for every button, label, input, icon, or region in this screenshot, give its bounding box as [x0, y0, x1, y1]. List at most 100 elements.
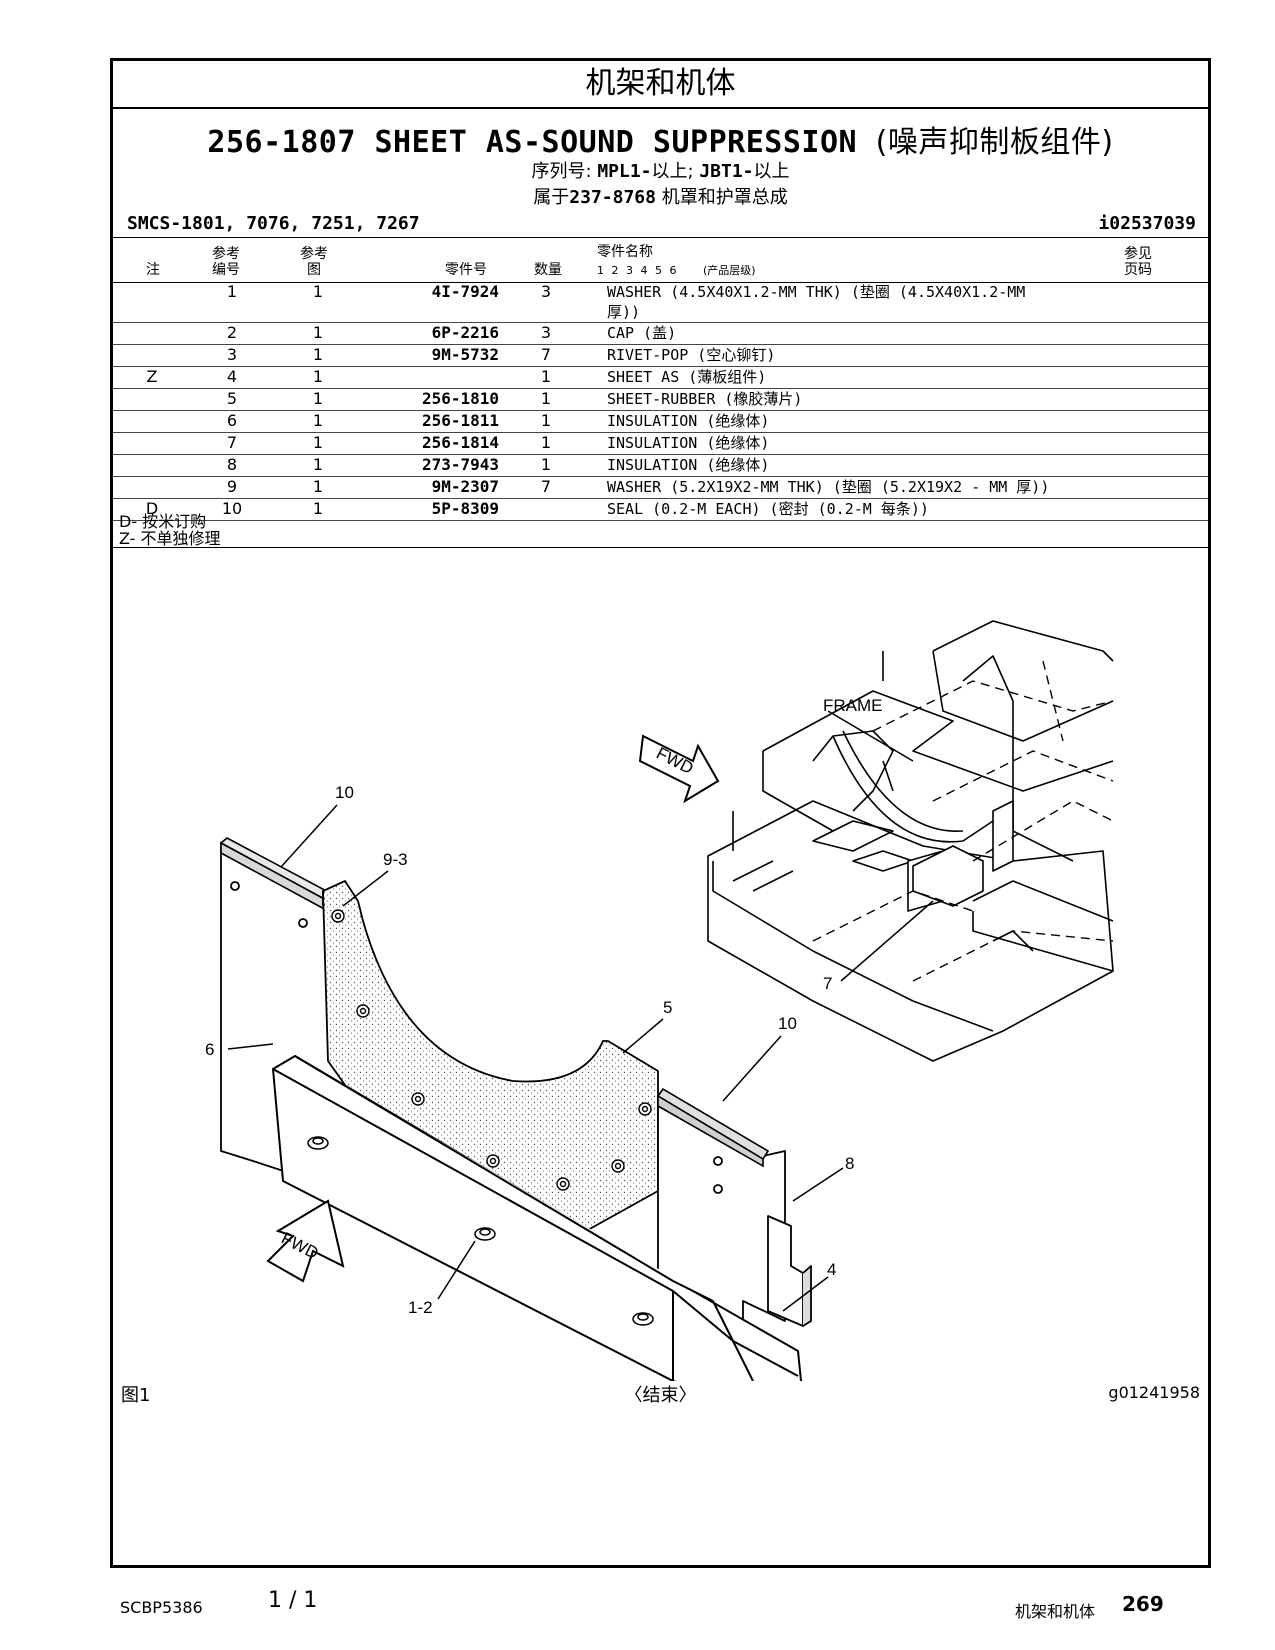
row-part-name: WASHER (5.2X19X2-MM THK) (垫圈 (5.2X19X2 -…: [583, 476, 1107, 499]
row-note: Z: [113, 366, 191, 389]
divider: [113, 547, 1208, 548]
row-ref-no: 8: [191, 454, 273, 477]
parent-assembly: 属于237-8768 机罩和护罩总成: [533, 187, 788, 208]
row-ref-no: 6: [191, 410, 273, 433]
row-note: [113, 388, 191, 411]
fwd-arrow-right: FWD: [638, 734, 720, 804]
row-note: [113, 410, 191, 433]
col-ref-no: 编号: [212, 262, 240, 278]
row-part-name: INSULATION (绝缘体): [583, 454, 1107, 477]
col-part-no: 零件号: [445, 262, 487, 278]
row-part-number[interactable]: 9M-2307: [363, 476, 509, 499]
insulation-8: [767, 1215, 812, 1327]
row-note: D: [113, 498, 191, 521]
row-qty: 1: [509, 366, 583, 389]
row-see-page: [1107, 322, 1208, 345]
row-note: [113, 282, 191, 323]
col-qty: 数量: [534, 262, 562, 278]
row-ref-fig: 1: [273, 282, 363, 323]
row-ref-fig: 1: [273, 454, 363, 477]
sheet-assembly-4: [272, 1055, 803, 1381]
row-part-name: SHEET-RUBBER (橡胶薄片): [583, 388, 1107, 411]
row-qty: 1: [509, 432, 583, 455]
row-note: [113, 322, 191, 345]
row-part-number[interactable]: 273-7943: [363, 454, 509, 477]
row-ref-no: 9: [191, 476, 273, 499]
rivets: [331, 909, 652, 1191]
parent-assembly-link[interactable]: 237-8768: [569, 187, 656, 208]
seal-10-right: [656, 1087, 770, 1168]
end-marker: 〈结束〉: [624, 1385, 697, 1406]
seal-10-left: [219, 837, 336, 913]
row-ref-no: 3: [191, 344, 273, 367]
row-ref-fig: 1: [273, 498, 363, 521]
row-part-name: INSULATION (绝缘体): [583, 432, 1107, 455]
exploded-view-illustration: FWD: [205, 620, 1114, 1381]
row-part-number[interactable]: 9M-5732: [363, 344, 509, 367]
callout-5: 5: [663, 998, 672, 1017]
col-note: 注: [146, 262, 160, 278]
row-ref-no: 7: [191, 432, 273, 455]
row-see-page: [1107, 344, 1208, 367]
callout-10-left: 10: [335, 783, 354, 802]
row-qty: 1: [509, 454, 583, 477]
row-see-page: [1107, 476, 1208, 499]
footer-section: 机架和机体: [1015, 1602, 1096, 1621]
row-part-number[interactable]: 5P-8309: [363, 498, 509, 521]
row-note: [113, 454, 191, 477]
row-ref-fig: 1: [273, 410, 363, 433]
row-qty: [509, 498, 583, 521]
row-ref-no: 4: [191, 366, 273, 389]
row-part-number[interactable]: 256-1810: [363, 388, 509, 411]
note-z: Z- 不单独修理: [119, 529, 221, 548]
row-part-name: SEAL (0.2-M EACH) (密封 (0.2-M 每条)): [583, 498, 1107, 521]
row-part-number[interactable]: 6P-2216: [363, 322, 509, 345]
footer-page-number: 269: [1122, 1592, 1164, 1616]
footer-page-of: 1 / 1: [268, 1588, 318, 1613]
col-name: 零件名称: [597, 244, 653, 260]
assembly-name-en: SHEET AS-SOUND SUPPRESSION: [374, 125, 858, 160]
caps-2: [307, 1136, 654, 1326]
footer-doc-number: SCBP5386: [120, 1598, 203, 1617]
row-ref-no: 5: [191, 388, 273, 411]
frame-inset-dashed: [812, 660, 1114, 982]
divider: [113, 237, 1208, 238]
row-qty: 3: [509, 322, 583, 345]
callout-7: 7: [823, 974, 832, 993]
illustration-id: i02537039: [1098, 213, 1196, 234]
frame-inset: [707, 620, 1114, 1062]
row-part-name: SHEET AS (薄板组件): [583, 366, 1107, 389]
row-note: [113, 476, 191, 499]
callout-1-2: 1-2: [408, 1298, 433, 1317]
row-ref-fig: 1: [273, 322, 363, 345]
row-part-name: CAP (盖): [583, 322, 1107, 345]
assembly-name-cn: (噪声抑制板组件): [875, 125, 1114, 160]
page-frame: 机架和机体 256-1807 SHEET AS-SOUND SUPPRESSIO…: [110, 58, 1211, 1568]
row-part-name: RIVET-POP (空心铆钉): [583, 344, 1107, 367]
section-title: 机架和机体: [113, 61, 1208, 109]
row-part-number[interactable]: 4I-7924: [363, 282, 509, 323]
row-ref-fig: 1: [273, 476, 363, 499]
row-see-page: [1107, 454, 1208, 477]
row-qty: 7: [509, 476, 583, 499]
row-qty: 7: [509, 344, 583, 367]
figure-label: 图1: [121, 1385, 151, 1406]
callout-10-right: 10: [778, 1014, 797, 1033]
graphic-id: g01241958: [1108, 1383, 1200, 1402]
row-ref-fig: 1: [273, 432, 363, 455]
row-part-number[interactable]: 256-1811: [363, 410, 509, 433]
row-part-number[interactable]: 256-1814: [363, 432, 509, 455]
row-ref-no: 2: [191, 322, 273, 345]
col-ref-fig: 图: [307, 262, 321, 278]
row-qty: 3: [509, 282, 583, 323]
callout-4: 4: [827, 1260, 836, 1279]
row-ref-no: 10: [191, 498, 273, 521]
row-ref-fig: 1: [273, 388, 363, 411]
